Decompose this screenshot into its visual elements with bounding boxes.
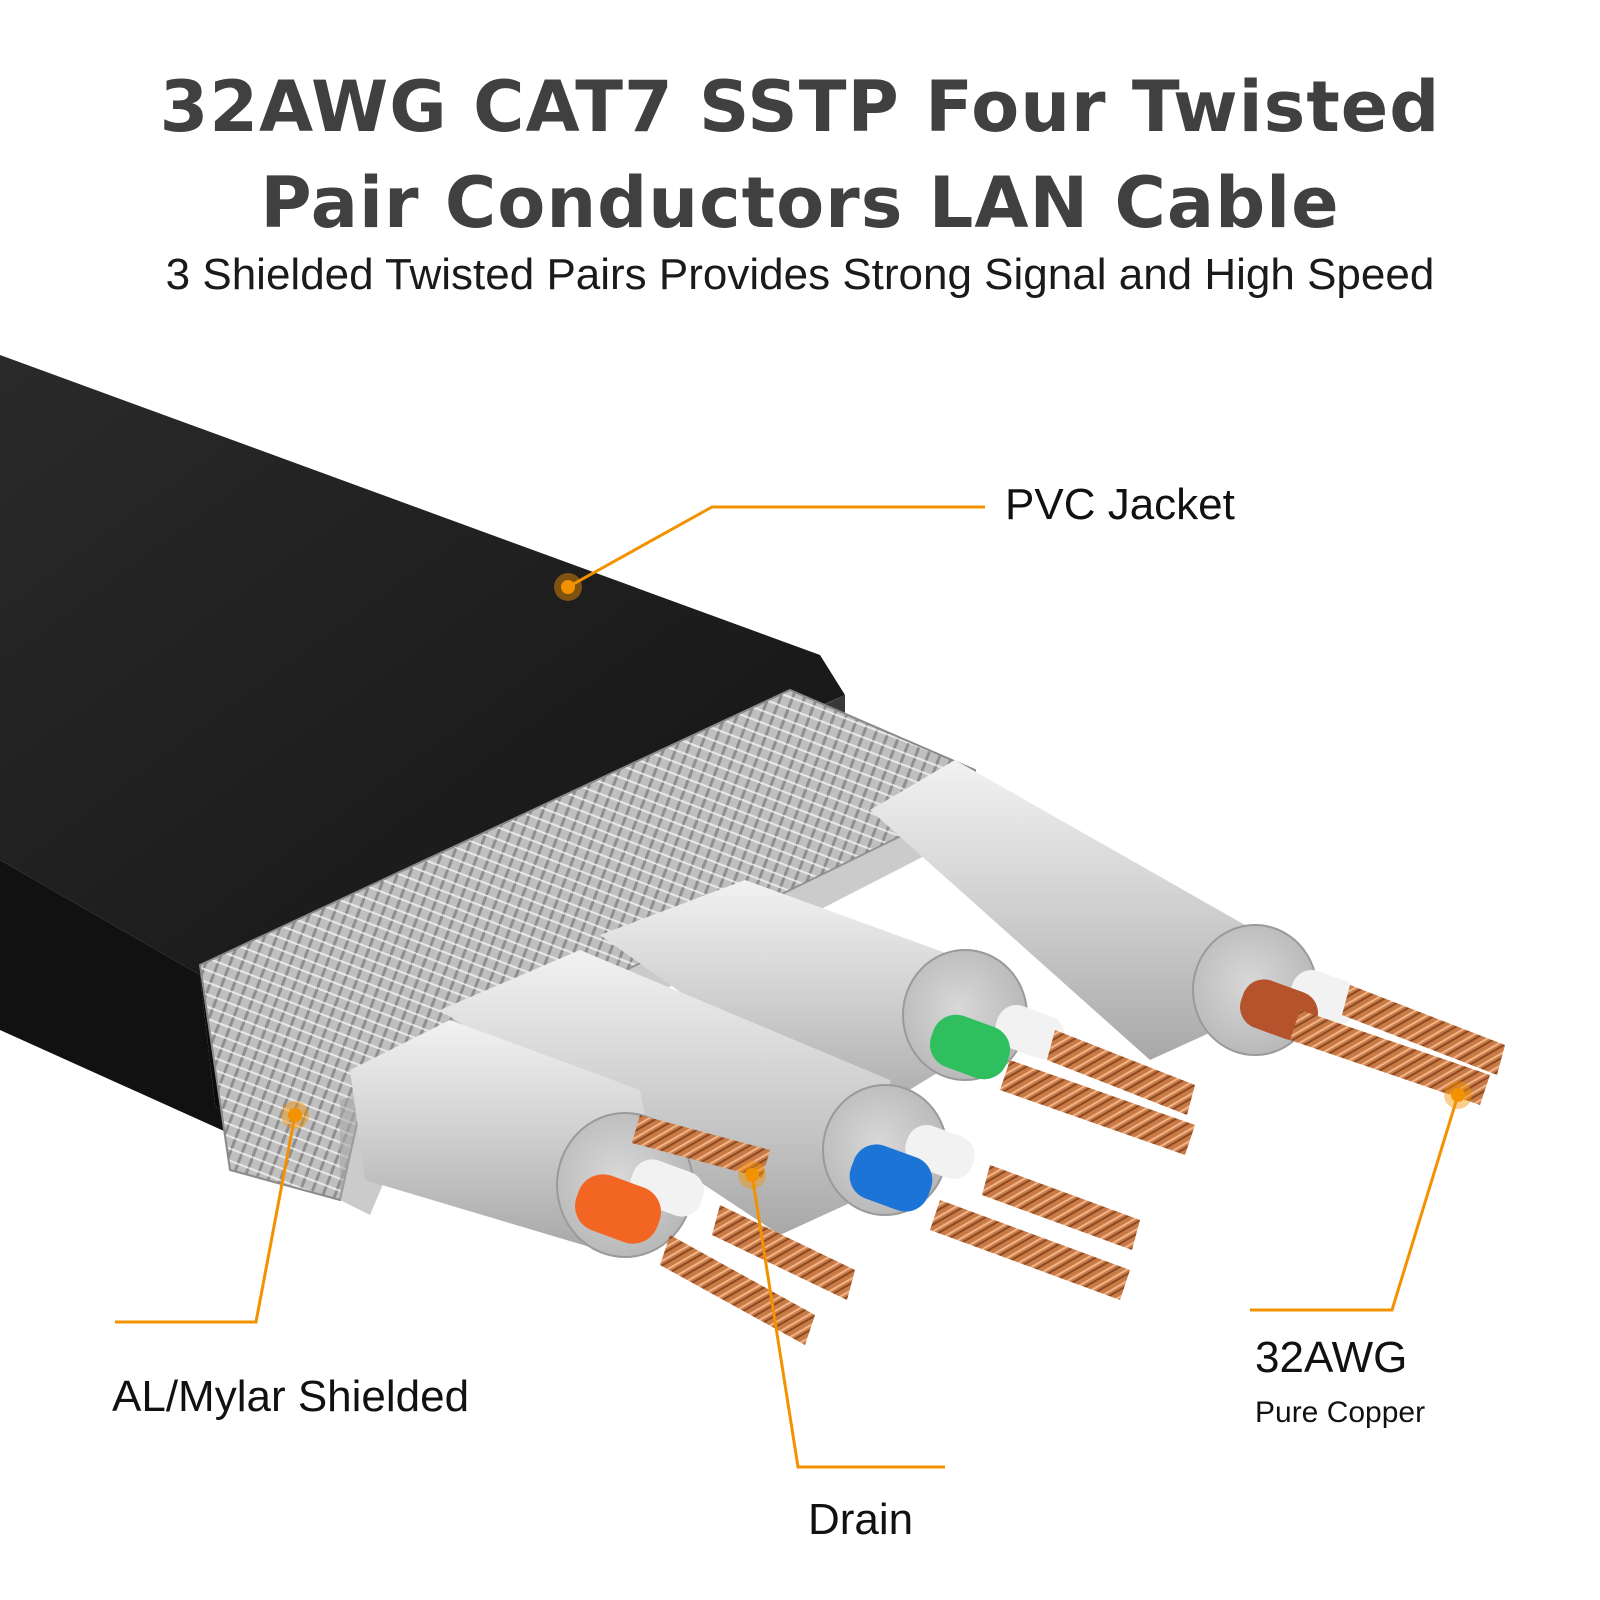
callout-line-al — [115, 1114, 297, 1324]
label-32awg: 32AWG — [1255, 1333, 1408, 1382]
callout-dots — [281, 573, 1472, 1189]
label-drain: Drain — [808, 1495, 914, 1544]
callout-line-pvc — [567, 505, 985, 589]
pair-orange — [574, 1159, 855, 1345]
pair-green — [929, 1004, 1195, 1155]
callout-line-awg — [1250, 1094, 1460, 1312]
drain-wire — [632, 1115, 770, 1178]
label-pvc-jacket: PVC Jacket — [1005, 480, 1235, 529]
callout-lines — [115, 505, 1460, 1469]
page-title-line-2: Pair Conductors LAN Cable — [260, 162, 1340, 244]
label-pure-copper: Pure Copper — [1255, 1396, 1426, 1429]
pair-blue — [849, 1124, 1140, 1300]
callout-line-drain — [750, 1174, 945, 1469]
page-subtitle: 3 Shielded Twisted Pairs Provides Strong… — [165, 250, 1435, 299]
pair-brown — [1239, 969, 1505, 1105]
page-title-line-1: 32AWG CAT7 SSTP Four Twisted — [159, 66, 1441, 148]
label-al-mylar-shielded: AL/Mylar Shielded — [112, 1372, 470, 1421]
